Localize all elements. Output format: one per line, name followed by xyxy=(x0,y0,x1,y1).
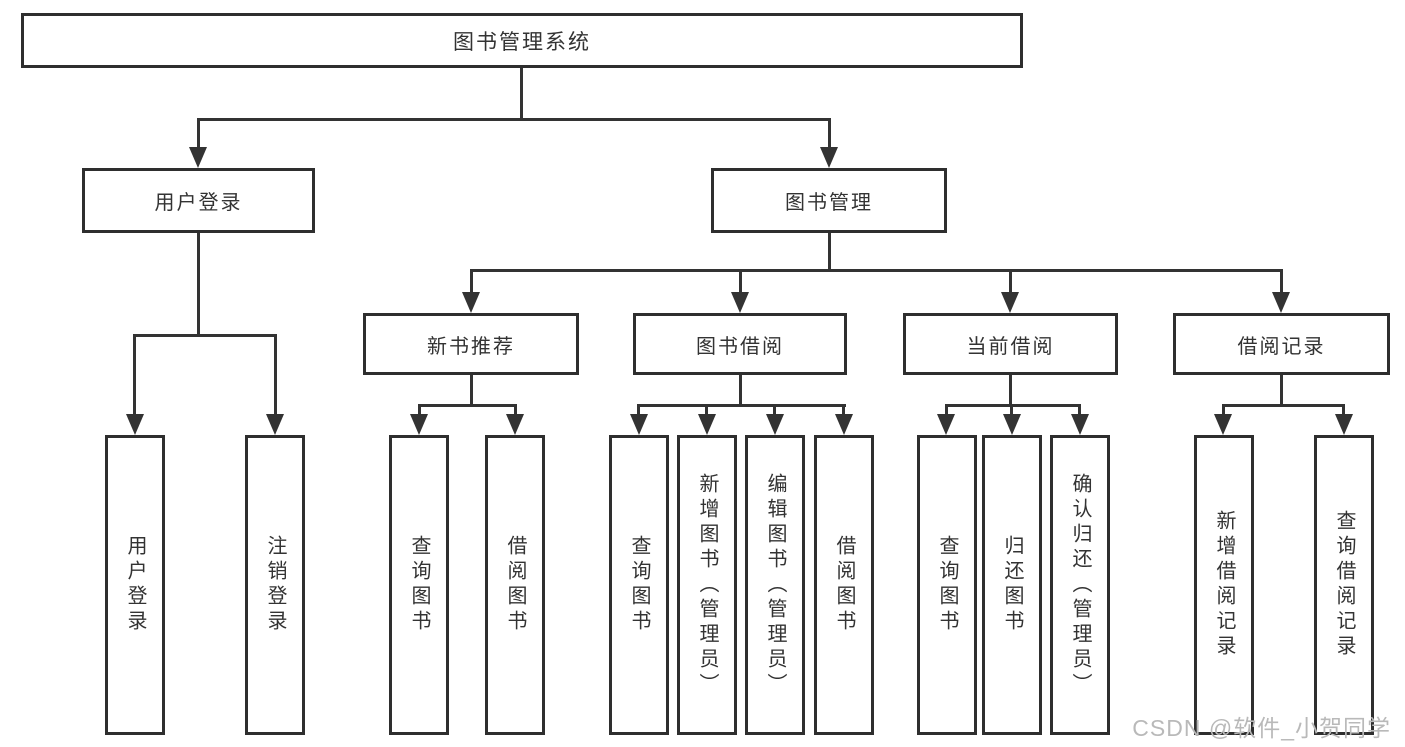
arrow-down-icon xyxy=(266,414,284,435)
node-label: 图书借阅 xyxy=(696,335,784,358)
node-label: 注销登录 xyxy=(264,535,286,635)
arrow-down-icon xyxy=(1003,414,1021,435)
connector-line xyxy=(197,118,200,150)
arrow-down-icon xyxy=(1001,292,1019,313)
connector-line xyxy=(842,404,845,418)
node-leaf-query-borrow-record: 查询借阅记录 xyxy=(1314,435,1374,735)
connector-line xyxy=(1009,375,1012,406)
arrow-down-icon xyxy=(506,414,524,435)
connector-line xyxy=(470,375,473,406)
connector-line xyxy=(520,68,523,120)
connector-line xyxy=(945,404,948,418)
watermark-text: CSDN @软件_小贺同学 xyxy=(1132,715,1391,741)
connector-line xyxy=(773,404,776,418)
connector-line xyxy=(514,404,517,418)
arrow-down-icon xyxy=(766,414,784,435)
node-label: 新书推荐 xyxy=(427,335,515,358)
arrow-down-icon xyxy=(1214,414,1232,435)
connector-line xyxy=(470,269,1283,272)
node-leaf-logout: 注销登录 xyxy=(245,435,305,735)
node-label: 用户登录 xyxy=(124,535,146,635)
node-label: 新增图书（管理员） xyxy=(696,472,718,698)
node-label: 编辑图书（管理员） xyxy=(764,472,786,698)
connector-line xyxy=(739,375,742,406)
arrow-down-icon xyxy=(937,414,955,435)
node-label: 归还图书 xyxy=(1001,535,1023,635)
arrow-down-icon xyxy=(630,414,648,435)
node-leaf-add-books-admin: 新增图书（管理员） xyxy=(677,435,737,735)
node-label: 图书管理系统 xyxy=(453,30,591,54)
arrow-down-icon xyxy=(1272,292,1290,313)
node-leaf-add-borrow-record: 新增借阅记录 xyxy=(1194,435,1254,735)
node-new-book-recommendation: 新书推荐 xyxy=(363,313,579,375)
node-user-login: 用户登录 xyxy=(82,168,315,233)
node-current-borrowing: 当前借阅 xyxy=(903,313,1118,375)
connector-line xyxy=(1280,269,1283,294)
arrow-down-icon xyxy=(410,414,428,435)
arrow-down-icon xyxy=(462,292,480,313)
arrow-down-icon xyxy=(1335,414,1353,435)
node-leaf-query-books-3: 查询图书 xyxy=(917,435,977,735)
connector-line xyxy=(945,404,1081,407)
connector-line xyxy=(1010,404,1013,418)
node-leaf-borrow-books-2: 借阅图书 xyxy=(814,435,874,735)
node-label: 查询图书 xyxy=(628,535,650,635)
arrow-down-icon xyxy=(698,414,716,435)
connector-line xyxy=(705,404,708,418)
node-label: 借阅图书 xyxy=(504,535,526,635)
node-book-borrowing: 图书借阅 xyxy=(633,313,847,375)
node-leaf-return-books: 归还图书 xyxy=(982,435,1042,735)
connector-line xyxy=(637,404,846,407)
connector-line xyxy=(418,404,421,418)
arrow-down-icon xyxy=(835,414,853,435)
connector-line xyxy=(197,118,831,121)
arrow-down-icon xyxy=(820,147,838,168)
connector-line xyxy=(133,334,277,337)
connector-line xyxy=(274,334,277,416)
node-library-management-system: 图书管理系统 xyxy=(21,13,1023,68)
node-leaf-query-books-1: 查询图书 xyxy=(389,435,449,735)
connector-line xyxy=(1342,404,1345,418)
arrow-down-icon xyxy=(731,292,749,313)
node-leaf-user-login: 用户登录 xyxy=(105,435,165,735)
connector-line xyxy=(1222,404,1225,418)
node-leaf-edit-books-admin: 编辑图书（管理员） xyxy=(745,435,805,735)
node-book-management: 图书管理 xyxy=(711,168,947,233)
connector-line xyxy=(637,404,640,418)
node-leaf-borrow-books-1: 借阅图书 xyxy=(485,435,545,735)
node-label: 查询借阅记录 xyxy=(1333,510,1355,660)
connector-line xyxy=(828,118,831,150)
connector-line xyxy=(133,334,136,416)
connector-line xyxy=(828,233,831,271)
node-label: 借阅记录 xyxy=(1237,335,1326,358)
node-leaf-confirm-return-admin: 确认归还（管理员） xyxy=(1050,435,1110,735)
connector-line xyxy=(1009,269,1012,294)
connector-line xyxy=(1222,404,1345,407)
arrow-down-icon xyxy=(189,147,207,168)
node-leaf-query-books-2: 查询图书 xyxy=(609,435,669,735)
arrow-down-icon xyxy=(1071,414,1089,435)
connector-line xyxy=(197,233,200,336)
connector-line xyxy=(1078,404,1081,418)
node-label: 借阅图书 xyxy=(833,535,855,635)
node-label: 新增借阅记录 xyxy=(1213,510,1235,660)
connector-line xyxy=(739,269,742,294)
node-label: 查询图书 xyxy=(936,535,958,635)
node-label: 确认归还（管理员） xyxy=(1069,472,1091,698)
node-label: 用户登录 xyxy=(154,192,243,214)
connector-line xyxy=(470,269,473,294)
connector-line xyxy=(418,404,517,407)
node-label: 当前借阅 xyxy=(966,335,1055,358)
node-label: 图书管理 xyxy=(785,192,873,214)
node-label: 查询图书 xyxy=(408,535,430,635)
node-borrowing-records: 借阅记录 xyxy=(1173,313,1390,375)
connector-line xyxy=(1280,375,1283,406)
arrow-down-icon xyxy=(126,414,144,435)
